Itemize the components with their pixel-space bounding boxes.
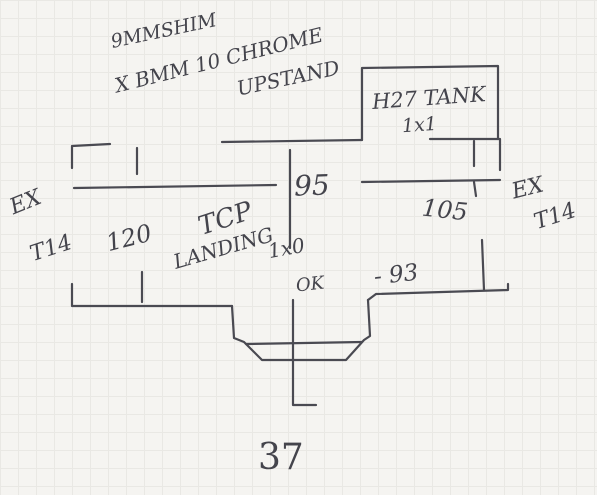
dimension-95: 95 (293, 168, 331, 203)
dimension-105: 105 (420, 193, 470, 227)
landing-size: 1x0 (266, 232, 307, 264)
dimension-93: - 93 (372, 259, 420, 291)
bottom-right-tick (480, 238, 486, 292)
tray-outline (230, 298, 372, 362)
tank-size: 1x1 (401, 112, 438, 138)
top-wall-left (70, 142, 112, 170)
bottom-wall (70, 282, 510, 308)
middle-divider-left (72, 183, 278, 190)
tray-inner-line (244, 340, 364, 346)
middle-divider-right (360, 178, 502, 184)
ok-note: OK (294, 272, 326, 297)
mid-right-tick (472, 180, 478, 198)
tank-box (360, 64, 500, 142)
center-vertical-line (288, 148, 318, 407)
page-number: 37 (258, 437, 304, 478)
top-wall-right (220, 137, 502, 172)
